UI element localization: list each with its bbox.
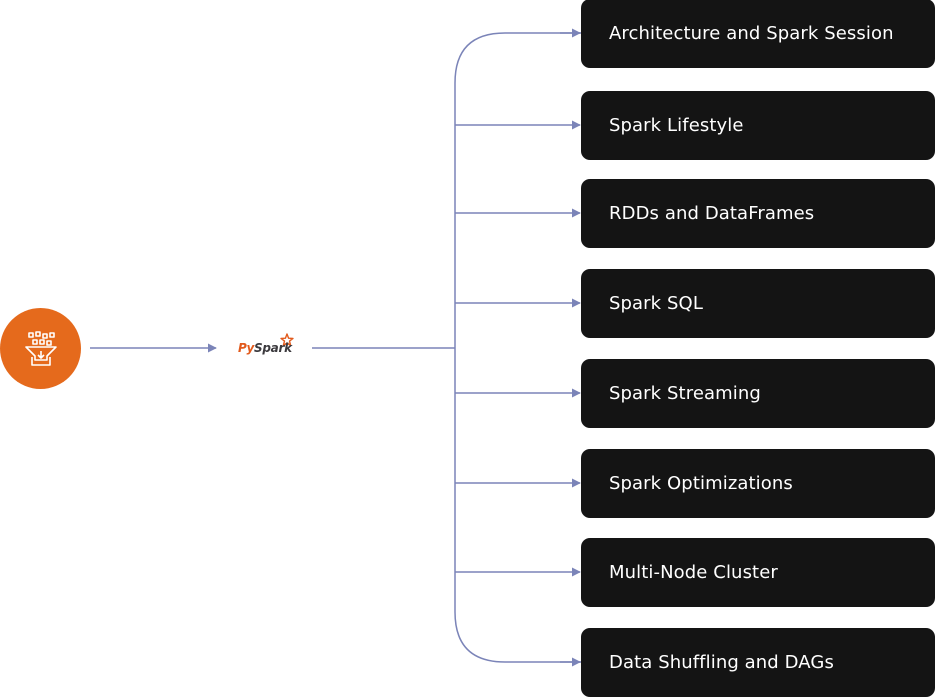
pyspark-logo: PySpark: [236, 333, 300, 361]
topic-box: Spark Streaming: [581, 358, 935, 428]
logo-spark-text: Spark: [254, 341, 292, 355]
topic-box: Multi-Node Cluster: [581, 537, 935, 607]
topic-box: Spark Lifestyle: [581, 90, 935, 160]
branch-arrows: [455, 28, 581, 667]
data-funnel-icon: [24, 330, 57, 366]
topic-box: Spark Optimizations: [581, 448, 935, 518]
topic-box: Data Shuffling and DAGs: [581, 627, 935, 697]
spark-star-icon: [280, 333, 294, 347]
topic-list: Architecture and Spark Session Spark Lif…: [581, 0, 936, 698]
pyspark-logo-text: PySpark: [238, 341, 292, 355]
topic-box: RDDs and DataFrames: [581, 178, 935, 248]
logo-py-text: Py: [238, 341, 255, 355]
topic-box: Architecture and Spark Session: [581, 0, 935, 68]
trunk-line: [454, 32, 581, 663]
data-source-node: [0, 308, 81, 389]
topic-box: Spark SQL: [581, 268, 935, 338]
